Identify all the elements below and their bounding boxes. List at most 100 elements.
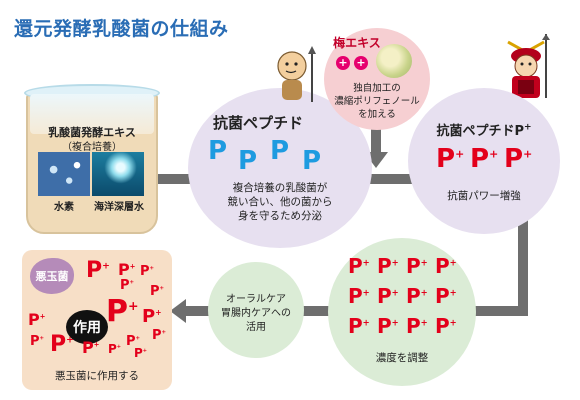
- plus-badge: +: [336, 56, 350, 70]
- plus-badge: +: [354, 56, 368, 70]
- p-plus-red-mark: P+: [140, 264, 154, 279]
- p-sup: +: [449, 317, 457, 328]
- p-plus-red-mark: P+: [436, 144, 464, 174]
- ume-desc-line2: 濃縮ポリフェノール: [334, 96, 420, 107]
- p-blue-mark: P: [208, 136, 228, 166]
- p-plus-red-mark: P+: [150, 284, 164, 299]
- oral-care-circle: [208, 262, 304, 358]
- p-plus-red-mark: P+: [152, 328, 166, 343]
- p-symbol: P: [140, 264, 150, 279]
- p-symbol: P: [406, 314, 421, 338]
- p-symbol: P: [435, 254, 450, 278]
- p-symbol: P: [377, 314, 392, 338]
- p-plus-red-mark: P+: [348, 314, 370, 338]
- p-symbol: P: [504, 144, 524, 174]
- p-plus-red-mark: P+: [50, 332, 74, 357]
- p-plus-red-mark: P+: [142, 306, 162, 327]
- p-blue-mark: P: [270, 136, 290, 166]
- p-symbol: P: [118, 260, 130, 279]
- p-plus-red-mark: P+: [377, 314, 399, 338]
- peptide-desc-line3: 身を守るため分泌: [238, 210, 322, 222]
- p-plus-red-mark: P+: [108, 342, 121, 356]
- p-sup: +: [39, 312, 46, 321]
- fermentation-jar: 乳酸菌発酵エキス （複合培養） 水素 海洋深層水: [24, 84, 160, 234]
- p-sup: +: [161, 329, 167, 336]
- p-sup: +: [391, 317, 399, 328]
- p-plus-red-mark: P+: [28, 310, 45, 329]
- flow-line-right-vertical: [518, 190, 528, 316]
- p-sup: +: [391, 257, 399, 268]
- p-sup: +: [129, 262, 136, 271]
- plus-label: +: [338, 56, 348, 69]
- p-symbol: P: [134, 346, 143, 360]
- p-symbol: P: [120, 278, 130, 293]
- p-plus-red-mark: P+: [120, 278, 134, 293]
- jar-liquid-top: [30, 94, 154, 134]
- peptide-heading: 抗菌ペプチド: [212, 114, 303, 132]
- p-symbol: P: [106, 294, 128, 329]
- p-symbol: P: [406, 254, 421, 278]
- p-symbol: P: [377, 284, 392, 308]
- boost-heading-text: 抗菌ペプチドP: [436, 124, 524, 139]
- flow-line-ume-down: [371, 128, 381, 154]
- ume-desc-line1: 独自加工の: [353, 83, 401, 94]
- p-blue-mark: P: [302, 146, 322, 176]
- p-sup: +: [420, 257, 428, 268]
- p-symbol: P: [28, 310, 40, 329]
- p-symbol: P: [30, 334, 40, 349]
- boost-desc: 抗菌パワー増強: [447, 190, 521, 202]
- p-symbol: P: [377, 254, 392, 278]
- p-sup: +: [449, 287, 457, 298]
- p-plus-red-mark: P+: [377, 254, 399, 278]
- samurai-character-icon: [500, 34, 552, 100]
- arrow-to-result: [170, 299, 186, 323]
- caveman-character-icon: [272, 46, 320, 104]
- flow-line-peptide-to-boost: [368, 174, 416, 184]
- flow-line-concentration-to-oral: [300, 306, 336, 316]
- p-symbol: P: [82, 338, 94, 357]
- p-symbol: P: [470, 144, 490, 174]
- p-sup: +: [362, 317, 370, 328]
- p-symbol: P: [435, 314, 450, 338]
- p-symbol: P: [436, 144, 456, 174]
- result-caption: 悪玉菌に作用する: [55, 370, 139, 382]
- bad-bacteria-label: 悪玉菌: [35, 270, 69, 283]
- p-sup: +: [420, 317, 428, 328]
- p-plus-red-mark: P+: [86, 258, 110, 283]
- deep-sea-water-image: [92, 152, 144, 196]
- result-box: 悪玉菌 作用 P+P+P+P+P+P+P+P+P+P+P+P+P+P+P+ 悪玉…: [22, 250, 172, 390]
- p-sup: +: [362, 257, 370, 268]
- p-plus-red-mark: P+: [126, 334, 140, 349]
- p-plus-red-mark: P+: [377, 284, 399, 308]
- deep-sea-water-caption: 海洋深層水: [94, 202, 144, 213]
- p-blue-mark: P: [238, 146, 258, 176]
- page-title: 還元発酵乳酸菌の仕組み: [14, 18, 229, 40]
- hydrogen-caption: 水素: [54, 202, 74, 213]
- p-symbol: P: [86, 258, 103, 283]
- p-sup: +: [66, 334, 74, 346]
- p-symbol: P: [348, 254, 363, 278]
- p-symbol: P: [435, 284, 450, 308]
- peptide-desc-line1: 複合培養の乳酸菌が: [232, 182, 328, 194]
- p-plus-red-mark: P+: [30, 334, 44, 349]
- p-sup: +: [420, 287, 428, 298]
- p-sup: +: [135, 335, 141, 342]
- flow-line-jar-to-peptide: [158, 174, 194, 184]
- oral-line1: オーラルケア: [226, 294, 286, 305]
- p-plus-red-mark: P+: [470, 144, 498, 174]
- p-sup: +: [489, 147, 499, 161]
- p-plus-red-mark: P+: [348, 284, 370, 308]
- ume-desc-line3: を加える: [358, 109, 396, 120]
- p-symbol: P: [108, 342, 117, 356]
- p-plus-red-mark: P+: [435, 254, 457, 278]
- p-sup: +: [159, 285, 165, 292]
- p-plus-red-mark: P+: [435, 314, 457, 338]
- p-sup: +: [93, 340, 100, 349]
- p-sup: +: [142, 348, 148, 354]
- oral-line3: 活用: [246, 322, 266, 333]
- jar-label-line1: 乳酸菌発酵エキス: [48, 126, 136, 139]
- p-symbol: P: [152, 328, 162, 343]
- jar-label-line2: （複合培養）: [62, 142, 122, 153]
- p-plus-red-mark: P+: [82, 338, 99, 357]
- concentration-circle: [328, 238, 476, 386]
